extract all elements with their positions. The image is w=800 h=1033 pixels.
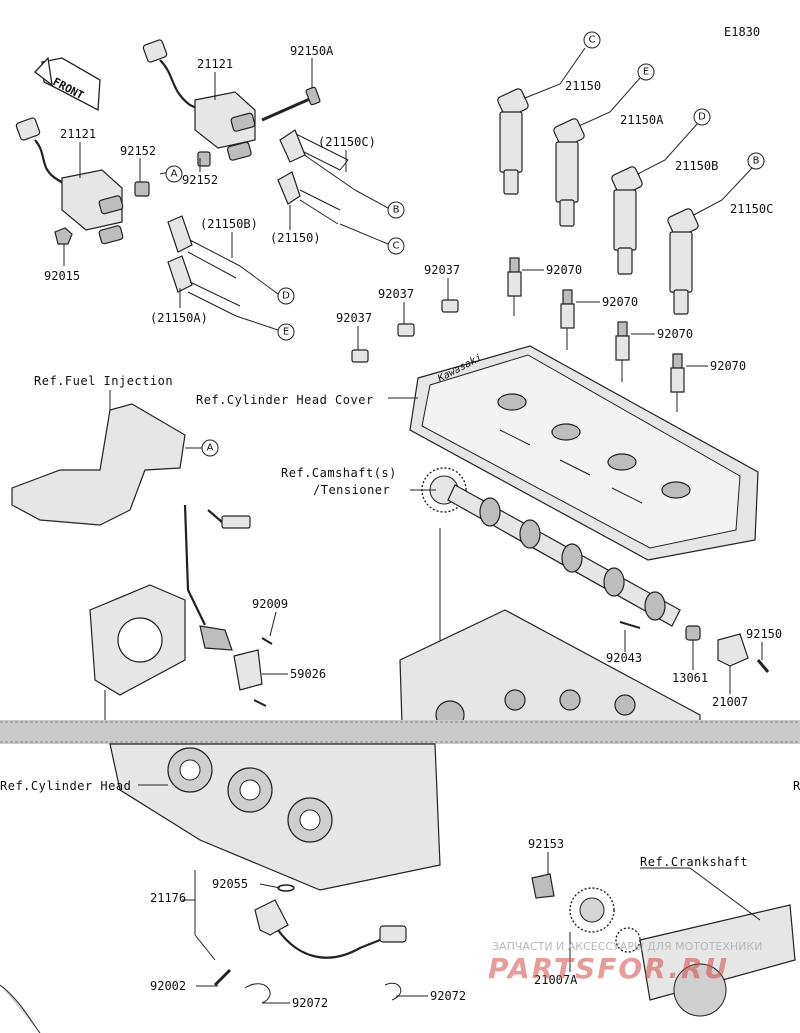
spark-plugs — [507, 257, 708, 412]
camshaft — [421, 467, 681, 627]
callout-c-top: C — [583, 31, 601, 49]
spark-plug-leads — [497, 47, 753, 315]
label-lead-21150c: 21150C — [730, 202, 773, 216]
clamps-92037 — [351, 278, 459, 363]
svg-text:C: C — [393, 241, 400, 252]
svg-text:A: A — [171, 169, 178, 180]
label-bolt-top: 92150A — [290, 44, 334, 58]
label-collar-left: 92152 — [120, 144, 156, 158]
svg-text:A: A — [207, 443, 214, 454]
label-holder-21007: 21007 — [712, 695, 748, 709]
label-sensor-59026: 59026 — [290, 667, 326, 681]
label-plug-3: 92070 — [657, 327, 693, 341]
callout-e-top: E — [637, 63, 655, 81]
label-boot-c-upper: (21150C) — [318, 135, 376, 149]
label-nut-left: 92015 — [44, 269, 80, 283]
label-screw-92009: 92009 — [252, 597, 288, 611]
cylinder-head-cover: Kawasaki — [409, 345, 759, 561]
callout-d-low: D — [277, 287, 295, 305]
label-rotor-21007a: 21007A — [534, 973, 578, 987]
callout-d-top: D — [693, 108, 711, 126]
crankshaft-rotor — [531, 852, 796, 1017]
label-lead-21150: 21150 — [565, 79, 601, 93]
label-boot-b-lower: (21150B) — [200, 217, 258, 231]
label-bolt-92153: 92153 — [528, 837, 564, 851]
callout-a-mid: A — [165, 165, 183, 183]
ref-fuel-injection: Ref.Fuel Injection — [34, 374, 173, 388]
svg-text:D: D — [698, 112, 706, 123]
ref-camshaft-1: Ref.Camshaft(s) — [281, 466, 397, 480]
ref-cylinder-head-cover: Ref.Cylinder Head Cover — [196, 393, 374, 407]
label-plug-2: 92070 — [602, 295, 638, 309]
boots-upper — [277, 129, 356, 225]
callout-c-mid: C — [387, 237, 405, 255]
bolt-92150a — [261, 86, 321, 122]
cylinder-head-upper — [399, 609, 701, 730]
leader-lines-top — [63, 58, 389, 331]
ref-cylinder-head: Ref.Cylinder Head — [0, 779, 131, 793]
label-clamp-92072-left: 92072 — [292, 996, 328, 1010]
callout-b-top: B — [747, 152, 765, 170]
callout-a-bracket: A — [201, 439, 219, 457]
cam-sensor-parts — [619, 621, 770, 694]
svg-text:B: B — [753, 156, 760, 167]
label-coil-lower: 21121 — [60, 127, 96, 141]
label-clamp-3: 92037 — [336, 311, 372, 325]
pickup-coil-plate — [89, 504, 288, 725]
front-arrow-icon: FRONT — [34, 56, 101, 112]
label-lead-21150a: 21150A — [620, 113, 664, 127]
label-boot-a-lower: (21150A) — [150, 311, 208, 325]
label-clamp-2: 92037 — [378, 287, 414, 301]
label-oring-92055: 92055 — [212, 877, 248, 891]
label-clamp-92072-right: 92072 — [430, 989, 466, 1003]
label-sensor-21176: 21176 — [150, 891, 186, 905]
label-plug-1: 92070 — [546, 263, 582, 277]
watermark-line2: PARTSFOR.RU — [488, 952, 729, 985]
diagram-code: E1830 — [724, 25, 760, 39]
label-plug-4: 92070 — [710, 359, 746, 373]
svg-text:E: E — [283, 327, 289, 338]
watermark-line1: ЗАПЧАСТИ И АКСЕССУАРЫ ДЛЯ МОТОТЕХНИКИ — [492, 940, 762, 953]
label-pin-92043: 92043 — [606, 651, 642, 665]
label-boot-upper: (21150) — [270, 231, 321, 245]
ref-camshaft-2: /Tensioner — [313, 483, 390, 497]
label-cap-13061: 13061 — [672, 671, 708, 685]
cylinder-head-lower — [109, 743, 441, 891]
callout-b-mid: B — [387, 201, 405, 219]
crank-sensor-21176 — [182, 870, 428, 1004]
label-bolt-92002: 92002 — [150, 979, 186, 993]
ignition-coil-upper — [142, 39, 256, 167]
ref-cut-right: R — [793, 779, 800, 793]
svg-text:D: D — [282, 291, 290, 302]
label-clamp-1: 92037 — [424, 263, 460, 277]
svg-text:C: C — [589, 35, 596, 46]
ignition-coil-lower — [15, 117, 150, 245]
ref-crankshaft: Ref.Crankshaft — [640, 855, 748, 869]
callout-e-low: E — [277, 323, 295, 341]
label-bolt-92150: 92150 — [746, 627, 782, 641]
boots-lower — [167, 215, 241, 317]
fuel-injection-bracket — [11, 390, 202, 526]
label-coil-upper: 21121 — [197, 57, 233, 71]
svg-text:B: B — [393, 205, 400, 216]
label-collar-mid: 92152 — [182, 173, 218, 187]
page-tear-band — [0, 720, 800, 744]
svg-text:E: E — [643, 67, 649, 78]
label-lead-21150b: 21150B — [675, 159, 718, 173]
